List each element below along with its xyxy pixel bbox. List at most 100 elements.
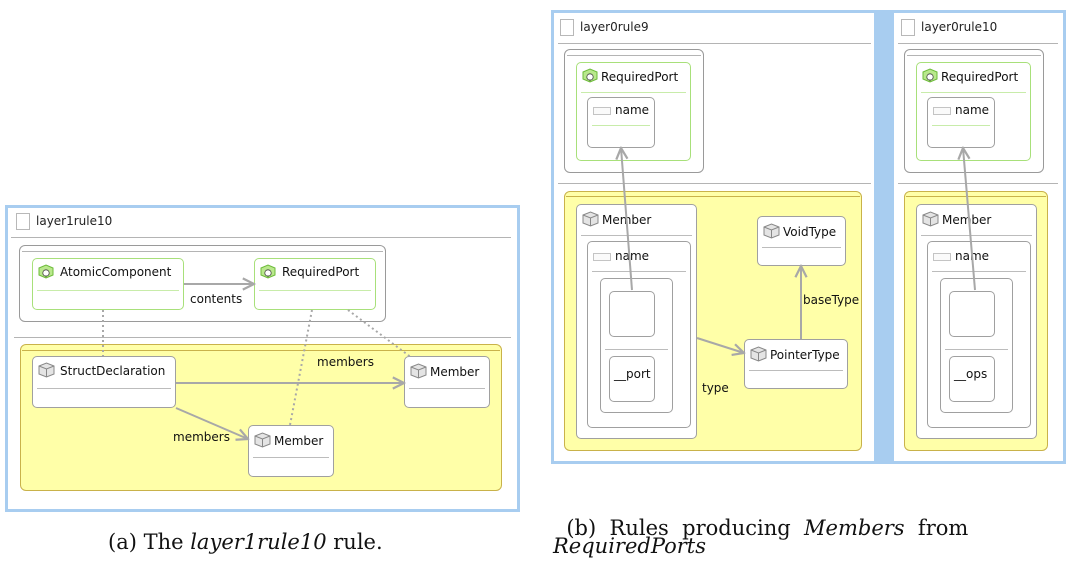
rhs-top-divider (906, 196, 1046, 197)
node-divider (592, 271, 686, 272)
node-title: AtomicComponent (60, 265, 172, 279)
caption-b-prefix: (b) Rules producing (566, 516, 805, 540)
node-divider (592, 125, 650, 126)
lhs-top-divider (567, 55, 701, 56)
caption-b-line1: (b) Rules producing Members from (553, 492, 968, 540)
node-divider (945, 349, 1008, 350)
expression-slot-empty[interactable] (949, 291, 995, 337)
node-title: StructDeclaration (60, 364, 166, 378)
cube-icon (38, 362, 55, 382)
node-divider (253, 457, 329, 458)
edge-label-base-type: baseType (803, 293, 860, 307)
attribute-name: name (955, 103, 990, 117)
node-divider (921, 235, 1032, 236)
required-port-node[interactable]: RequiredPort name (916, 62, 1031, 161)
caption-a: (a) The layer1rule10 rule. (108, 530, 383, 554)
node-title: RequiredPort (601, 70, 679, 84)
node-divider (605, 349, 668, 350)
name-attribute-box[interactable]: name (587, 97, 655, 148)
section-divider (898, 183, 1058, 184)
caption-b-line2: RequiredPorts (553, 534, 706, 558)
lightbulb-cube-icon (921, 67, 939, 89)
expression-slot-empty[interactable] (609, 291, 655, 337)
rule-header-divider (898, 43, 1058, 44)
document-icon (560, 19, 574, 36)
lightbulb-cube-icon (581, 67, 599, 89)
ops-variable-box[interactable]: __ops (949, 356, 995, 402)
section-divider (14, 337, 511, 338)
attribute-slot-icon (933, 107, 951, 115)
pointer-type-node[interactable]: PointerType (744, 339, 848, 389)
member-node[interactable]: Member name __port (576, 204, 697, 439)
node-divider (921, 92, 1026, 93)
node-title: Member (942, 213, 992, 227)
variable-name: __port (614, 367, 651, 381)
node-divider (37, 388, 171, 389)
required-port-node[interactable]: RequiredPort name (576, 62, 691, 161)
caption-b-emphasis-2: RequiredPorts (553, 534, 707, 558)
member-node-right[interactable]: Member (404, 356, 490, 408)
document-icon (16, 213, 30, 230)
caption-b-suffix: from (904, 516, 969, 540)
expression-box: __ops (940, 278, 1013, 413)
node-divider (259, 290, 371, 291)
variable-name: __ops (954, 367, 988, 381)
caption-a-emphasis: layer1rule10 (190, 530, 327, 554)
member-name-attribute-box[interactable]: name __ops (927, 241, 1031, 428)
attribute-slot-icon (593, 253, 611, 261)
edge-label-contents: contents (190, 292, 243, 306)
port-variable-box[interactable]: __port (609, 356, 655, 402)
node-divider (581, 235, 692, 236)
cube-icon (582, 211, 599, 231)
node-divider (749, 370, 843, 371)
edge-label-members-bottom: members (173, 430, 230, 444)
node-divider (932, 271, 1026, 272)
caption-b-emphasis: Members (804, 516, 905, 540)
member-node[interactable]: Member name __ops (916, 204, 1037, 439)
document-icon (901, 19, 915, 36)
void-type-node[interactable]: VoidType (757, 216, 846, 266)
attribute-slot-icon (933, 253, 951, 261)
rule-title: layer0rule10 (921, 20, 998, 34)
attribute-name: name (615, 103, 650, 117)
attribute-name: name (955, 249, 990, 263)
rule-title: layer0rule9 (580, 20, 649, 34)
rule-header-divider (558, 43, 871, 44)
section-divider (558, 183, 871, 184)
node-title: PointerType (770, 348, 840, 362)
node-title: RequiredPort (941, 70, 1019, 84)
node-divider (932, 125, 990, 126)
attribute-name: name (615, 249, 650, 263)
node-divider (581, 92, 686, 93)
cube-icon (410, 363, 427, 383)
caption-a-suffix: rule. (326, 530, 383, 554)
node-title: Member (602, 213, 652, 227)
lightbulb-cube-icon (37, 263, 55, 285)
member-node-bottom[interactable]: Member (248, 425, 334, 477)
cube-icon (763, 223, 780, 243)
node-title: RequiredPort (282, 265, 360, 279)
cube-icon (750, 346, 767, 366)
struct-declaration-node[interactable]: StructDeclaration (32, 356, 176, 408)
rule-header-divider (11, 237, 511, 238)
required-port-node[interactable]: RequiredPort (254, 258, 376, 310)
caption-a-prefix: (a) The (108, 530, 191, 554)
cube-icon (922, 211, 939, 231)
edge-label-type: type (702, 381, 729, 395)
member-name-attribute-box[interactable]: name __port (587, 241, 691, 428)
rule-title: layer1rule10 (36, 214, 113, 228)
lhs-top-divider (22, 251, 383, 252)
name-attribute-box[interactable]: name (927, 97, 995, 148)
attribute-slot-icon (593, 107, 611, 115)
lhs-top-divider (907, 55, 1041, 56)
rhs-top-divider (566, 196, 860, 197)
expression-box: __port (600, 278, 673, 413)
edge-label-members-top: members (317, 355, 374, 369)
node-title: VoidType (783, 225, 837, 239)
atomic-component-node[interactable]: AtomicComponent (32, 258, 184, 310)
node-divider (762, 247, 841, 248)
node-title: Member (274, 434, 324, 448)
rhs-top-divider (22, 350, 500, 351)
lightbulb-cube-icon (259, 263, 277, 285)
node-divider (409, 388, 485, 389)
